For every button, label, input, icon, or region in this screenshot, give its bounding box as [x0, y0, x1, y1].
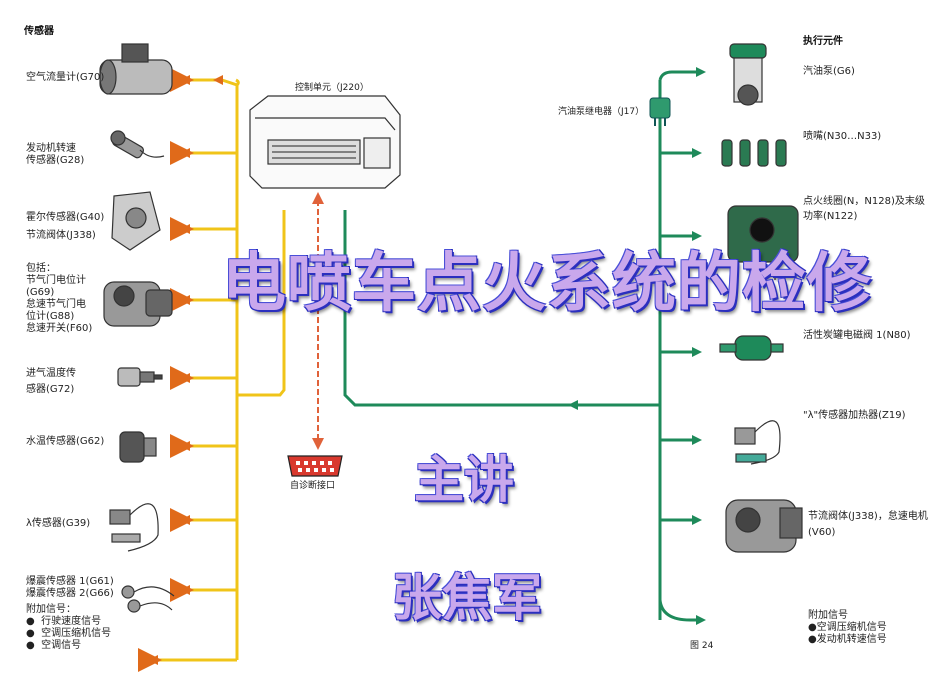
actuator-label: 节流阀体(J338)，怠速电机 (V60) — [808, 511, 928, 538]
actuators-header: 执行元件 — [803, 36, 843, 47]
injectors-icon — [721, 139, 787, 167]
air-flow-meter-icon — [99, 43, 173, 95]
sensor-label: 水温传感器(G62) — [26, 436, 105, 447]
sensors-header: 传感器 — [24, 26, 54, 37]
actuator-label: 汽油泵(G6) — [803, 66, 855, 77]
sensor-bus — [138, 68, 286, 672]
coolant-sensor-icon — [119, 431, 157, 463]
bullet-icon: ● — [26, 640, 35, 651]
bullet-icon: ● — [808, 622, 817, 633]
hall-sensor-icon — [111, 191, 161, 251]
bullet-icon: ● — [808, 634, 817, 645]
ecu-unit — [249, 95, 401, 189]
actuator-pictograms — [719, 43, 803, 553]
diag-connector — [287, 455, 343, 477]
actuator-arrows — [568, 67, 706, 625]
sensor-label: λ传感器(G39) — [26, 518, 91, 529]
intake-temp-sensor-icon — [117, 367, 163, 387]
bullet-icon: ● — [26, 616, 35, 627]
figure-label: 图 24 — [690, 641, 714, 651]
diag-link — [312, 192, 324, 450]
actuator-label: 点火线圈(N，N128)及末级 功率(N122) — [803, 196, 925, 222]
fuel-pump-icon — [729, 43, 767, 106]
throttle-body-icon — [103, 281, 173, 327]
fuel-pump-relay — [649, 97, 671, 126]
sensor-arrows — [148, 75, 223, 665]
actuator-extra-signals: 附加信号 ●空调压缩机信号 ●发动机转速信号 — [808, 610, 887, 645]
sensor-label: 进气温度传 感器(G72) — [26, 368, 76, 395]
sensor-pictograms — [99, 43, 175, 613]
sensor-label: 包括： 节气门电位计 (G69) 怠速节气门电 位计(G88) 怠速开关(F60… — [26, 263, 93, 334]
sensor-label: 爆震传感器 1(G61) 爆震传感器 2(G66) — [26, 576, 114, 599]
sensor-extra-signals: 附加信号： ● 行驶速度信号 ● 空调压缩机信号 ● 空调信号 — [26, 604, 112, 651]
ignition-coil-icon — [727, 205, 799, 280]
slide-title: 电喷车点火系统的检修 — [222, 247, 872, 321]
canister-valve-icon — [719, 335, 784, 361]
sensor-label: 霍尔传感器(G40) 节流阀体(J338) — [26, 212, 105, 241]
ecu-label: 控制单元（J220） — [295, 83, 369, 93]
lambda-sensor-icon — [109, 503, 159, 552]
actuator-bus — [343, 70, 700, 622]
knock-sensor-icon — [121, 585, 175, 613]
sensor-label: 发动机转速 传感器(G28) — [26, 143, 85, 166]
relay-label: 汽油泵继电器（J17） — [558, 107, 645, 117]
actuator-label: 喷嘴(N30…N33) — [803, 131, 882, 142]
actuator-label: 活性炭罐电磁阀 1(N80) — [803, 330, 911, 341]
presenter-name: 张焦军 — [392, 569, 542, 627]
lambda-heater-icon — [734, 420, 781, 465]
bullet-icon: ● — [26, 628, 35, 639]
actuator-label: "λ"传感器加热器(Z19) — [803, 410, 906, 421]
diag-label: 自诊断接口 — [290, 481, 336, 491]
speed-sensor-icon — [110, 130, 165, 159]
sensor-label: 空气流量计(G70) — [26, 72, 105, 83]
idle-motor-icon — [725, 499, 803, 553]
presenter-label: 主讲 — [414, 451, 514, 509]
